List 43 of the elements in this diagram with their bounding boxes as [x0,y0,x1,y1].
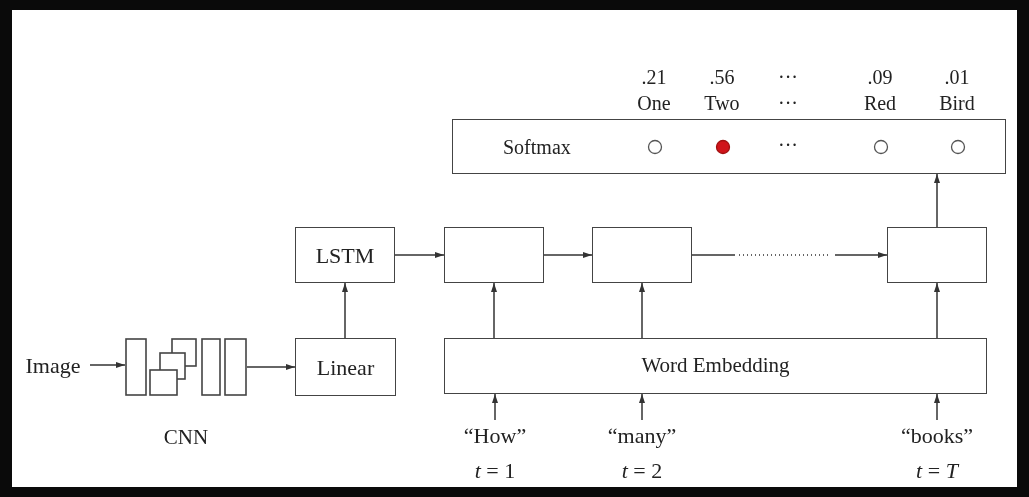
softmax-layer-box [452,119,1006,174]
ellipsis: ··· [778,134,798,156]
process-box [444,338,987,394]
lstm-cell-box [887,227,987,283]
time-step-label: t = 2 [621,458,663,483]
probability-value: .21 [641,66,667,88]
process-box [295,227,395,283]
arrow [246,364,296,370]
arrow [394,252,445,258]
arrow [934,393,940,421]
layer-label: Softmax [503,134,571,160]
output-word: ··· [778,92,798,114]
process-box [295,338,396,396]
arrow [934,173,940,228]
arrow [639,393,645,421]
arrow [543,252,593,258]
arrow [492,393,498,421]
arrow [934,282,940,339]
layer-label: CNN [163,425,209,449]
arrow [691,252,888,258]
arrow [639,282,645,339]
probability-value: ··· [778,66,798,88]
probability-value: .56 [709,66,735,88]
output-word: Two [704,92,740,114]
box-label: Word Embedding [641,352,790,380]
arrow [342,282,348,339]
input-word: “How” [463,421,527,450]
arrow [89,362,126,368]
probability-value: .09 [867,66,893,88]
output-word: One [637,92,671,114]
box-label: Linear [316,353,375,382]
time-step-label: t = 1 [474,458,516,483]
box-label: LSTM [315,241,375,270]
output-word: Red [863,92,897,114]
input-word: “many” [607,421,677,450]
time-step-label: t = T [916,458,958,483]
lstm-cell-box [592,227,692,283]
lstm-cell-box [444,227,544,283]
input-word: “books” [900,421,974,450]
arrow [491,282,497,339]
output-word: Bird [939,92,975,114]
input-label: Image [25,351,81,380]
probability-value: .01 [944,66,970,88]
